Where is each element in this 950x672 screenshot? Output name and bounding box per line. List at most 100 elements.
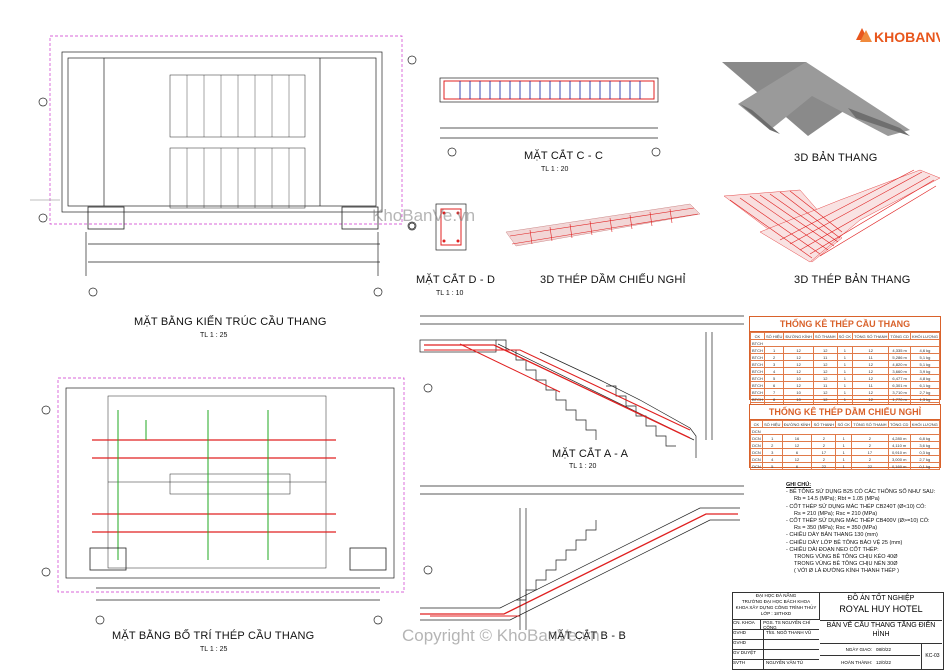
table-cell: BTCH — [750, 395, 765, 403]
table-cell: 5,1 kg — [909, 360, 941, 368]
table-cell: 0,910 m — [887, 448, 911, 456]
section-cc-title: MẶT CẮT C - C — [524, 150, 604, 162]
section-cc-scale: TL 1 : 20 — [541, 166, 569, 173]
table-cell: 3,9 kg — [909, 367, 941, 375]
table-group-row: BTCH — [750, 339, 940, 347]
table-cell: 6 — [763, 381, 785, 389]
table-cell: 12 — [781, 455, 813, 463]
note-line: ( VỚI Ø LÀ ĐƯỜNG KÍNH THANH THÉP ) — [794, 568, 899, 575]
table-cell: 8 — [763, 395, 785, 403]
stair-table-grid: CK SỐ HIỆU ĐƯỜNG KÍNH SỐ THANH SỐ CK TỔN… — [750, 332, 941, 410]
table-cell: 12 — [783, 353, 814, 361]
date-label: NGÀY GIAO: — [845, 646, 872, 652]
notes-heading: GHI CHÚ: — [786, 482, 812, 488]
section-aa-drawing — [419, 315, 744, 458]
school-line: ĐẠI HỌC ĐÀ NẴNG — [755, 593, 797, 598]
table-cell: 5 — [761, 462, 783, 470]
school-line: KHOA XÂY DỰNG CÔNG TRÌNH THỦY — [735, 605, 817, 610]
table-cell: 3 — [763, 360, 785, 368]
table-cell: 6 — [781, 462, 813, 470]
watermark-top: KhoBanVe.vn — [372, 206, 476, 225]
3d-stair-rebar-title: 3D THÉP BẢN THANG — [794, 274, 911, 286]
section-dd-scale: TL 1 : 10 — [436, 290, 464, 297]
table-cell: 1 — [761, 434, 783, 442]
table-header: SỐ HIỆU — [763, 332, 785, 340]
table-cell: 0,1 kg — [909, 462, 941, 470]
note-line: - CHIỀU DÀY LỚP BÊ TÔNG BẢO VỆ 25 (mm) — [786, 539, 903, 546]
table-cell: 11 — [812, 353, 838, 361]
section-aa-title: MẶT CẮT A - A — [552, 448, 629, 460]
table-cell: 5 — [763, 374, 785, 382]
table-cell: 12 — [852, 388, 890, 396]
3d-stair-rebar — [723, 169, 941, 263]
drawing-title: BẢN VẼ CẦU THANG TẦNG ĐIỂN HÌNH — [826, 622, 936, 638]
project-info: ĐỒ ÁN TỐT NGHIỆP ROYAL HUY HOTEL — [820, 593, 942, 619]
table-cell: BTCH — [750, 374, 765, 382]
table-cell: 5,286 m — [888, 353, 911, 361]
stair-table-title: THỐNG KÊ THÉP CẦU THANG — [750, 317, 940, 332]
table-cell: 12 — [852, 367, 890, 375]
table-cell: 12 — [812, 346, 838, 354]
table-cell: BTCH — [750, 367, 765, 375]
table-cell: 2 — [811, 441, 837, 449]
table-header: SỐ CK — [835, 420, 853, 428]
table-cell: 0,160 m — [887, 462, 911, 470]
table-cell: 22 — [851, 462, 889, 470]
arch-plan-scale: TL 1 : 25 — [200, 332, 228, 339]
table-cell: 1 — [835, 455, 853, 463]
table-cell: 4 — [763, 367, 785, 375]
table-cell: 4,820 m — [888, 360, 911, 368]
table-header: TỔNG SỐ THANH — [852, 332, 890, 340]
table-cell: 1 — [835, 448, 853, 456]
table-cell: 1 — [836, 353, 854, 361]
table-header: ĐƯỜNG KÍNH — [781, 420, 813, 428]
table-cell: 11 — [852, 353, 890, 361]
table-cell: 2 — [851, 455, 889, 463]
table-cell: 12 — [812, 388, 838, 396]
table-cell: 1 — [836, 374, 854, 382]
table-cell: 6,477 m — [888, 374, 911, 382]
table-cell: 6,1 kg — [909, 381, 941, 389]
table-cell: 4 — [761, 455, 783, 463]
section-bb-title: MẶT CẮT B - B — [548, 630, 626, 642]
table-header: SỐ THANH — [812, 332, 838, 340]
note-line: Rb = 14.5 (MPa); Rbt = 1.05 (MPa) — [794, 496, 880, 503]
table-cell: 12 — [781, 441, 813, 449]
table-cell: 1 — [835, 434, 853, 442]
table-cell: 1 — [836, 381, 854, 389]
svg-text:KHOBANVE: KHOBANVE — [874, 29, 940, 45]
table-group-row: DCN — [750, 427, 940, 435]
table-cell: 12 — [852, 360, 890, 368]
watermark-bottom: Copyright © KhoBanVe.vn — [402, 626, 600, 645]
table-cell: 1 — [763, 346, 785, 354]
section-dd-title: MẶT CẮT D - D — [416, 274, 496, 286]
table-cell: 3,6 kg — [909, 441, 941, 449]
khobanve-logo: KHOBANVE — [852, 18, 940, 52]
table-cell: 12 — [783, 381, 814, 389]
table-cell: BTCH — [750, 346, 765, 354]
note-line: - CHIỀU DÀI ĐOẠN NEO CỐT THÉP: — [786, 546, 879, 553]
table-header: TỔNG CD — [888, 332, 911, 340]
note-line: - CỐT THÉP SỬ DỤNG MÁC THÉP CB240T (Ø<10… — [786, 503, 926, 510]
3d-beam-rebar-title: 3D THÉP DẦM CHIẾU NGHỈ — [540, 274, 686, 286]
table-cell: 12 — [783, 346, 814, 354]
table-cell: BTCH — [750, 353, 765, 361]
table-cell: 2 — [851, 441, 889, 449]
table-cell: 12 — [812, 367, 838, 375]
project-type: ĐỒ ÁN TỐT NGHIỆP — [847, 595, 915, 602]
table-cell: 2,7 kg — [909, 388, 941, 396]
table-cell: 3,660 m — [888, 367, 911, 375]
table-header: KHỐI LƯỢNG — [909, 420, 941, 428]
table-header: TỔNG SỐ THANH — [851, 420, 889, 428]
note-line: TRONG VÙNG BÊ TÔNG CHỊU NÉN 30Ø — [794, 561, 898, 568]
table-cell: BTCH — [750, 360, 765, 368]
table-cell: 17 — [811, 448, 837, 456]
